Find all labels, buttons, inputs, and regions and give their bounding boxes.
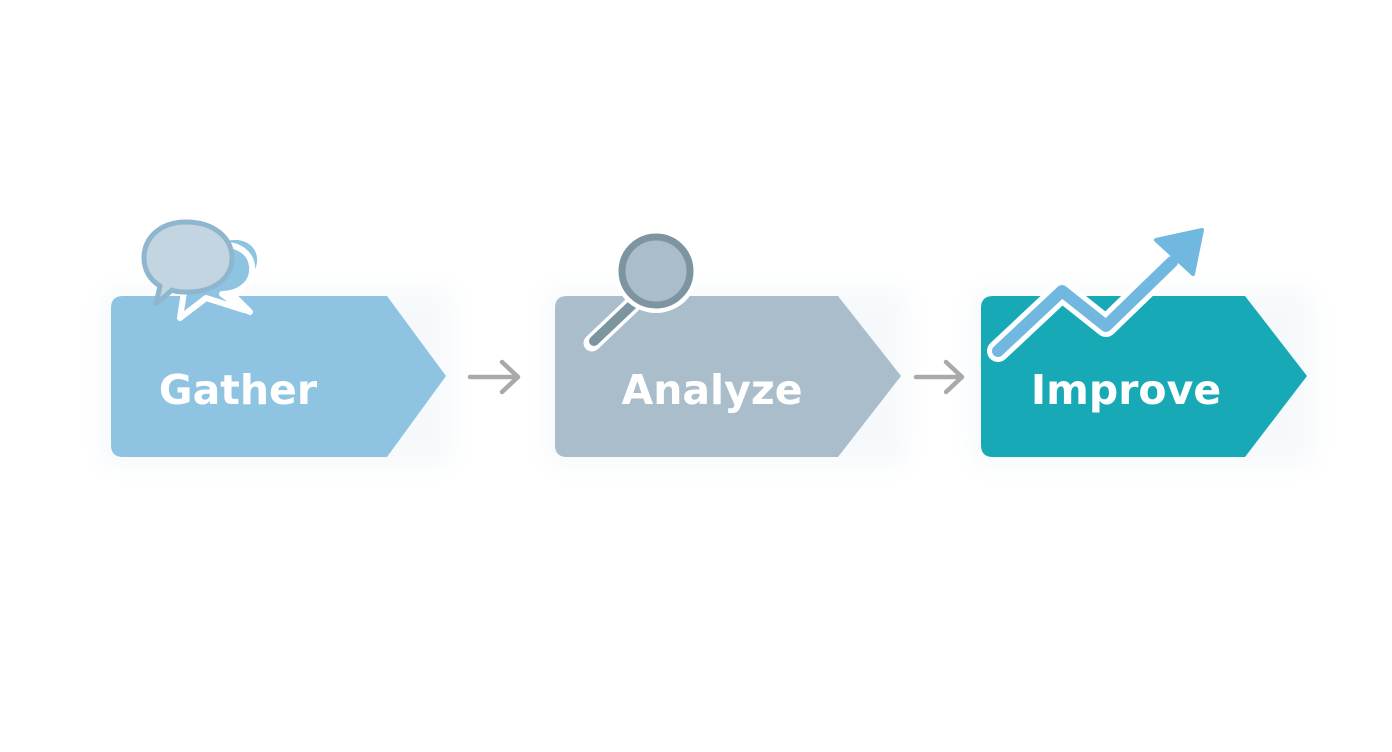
trend-up-arrow-icon bbox=[987, 228, 1204, 362]
chat-bubbles-icon bbox=[141, 219, 264, 321]
magnifier-icon bbox=[583, 229, 698, 352]
step-label: Improve bbox=[1031, 366, 1221, 414]
step-analyze: Analyze bbox=[555, 229, 901, 457]
step-analyze-shape bbox=[555, 296, 901, 457]
arrow-right-icon bbox=[467, 359, 521, 395]
step-improve: Improve bbox=[981, 228, 1307, 457]
step-improve-shape bbox=[981, 296, 1307, 457]
step-label: Gather bbox=[159, 366, 318, 414]
step-gather: Gather bbox=[111, 219, 446, 457]
step-label: Analyze bbox=[621, 366, 802, 414]
arrow-right-icon bbox=[913, 359, 965, 395]
step-gather-shape bbox=[111, 296, 446, 457]
